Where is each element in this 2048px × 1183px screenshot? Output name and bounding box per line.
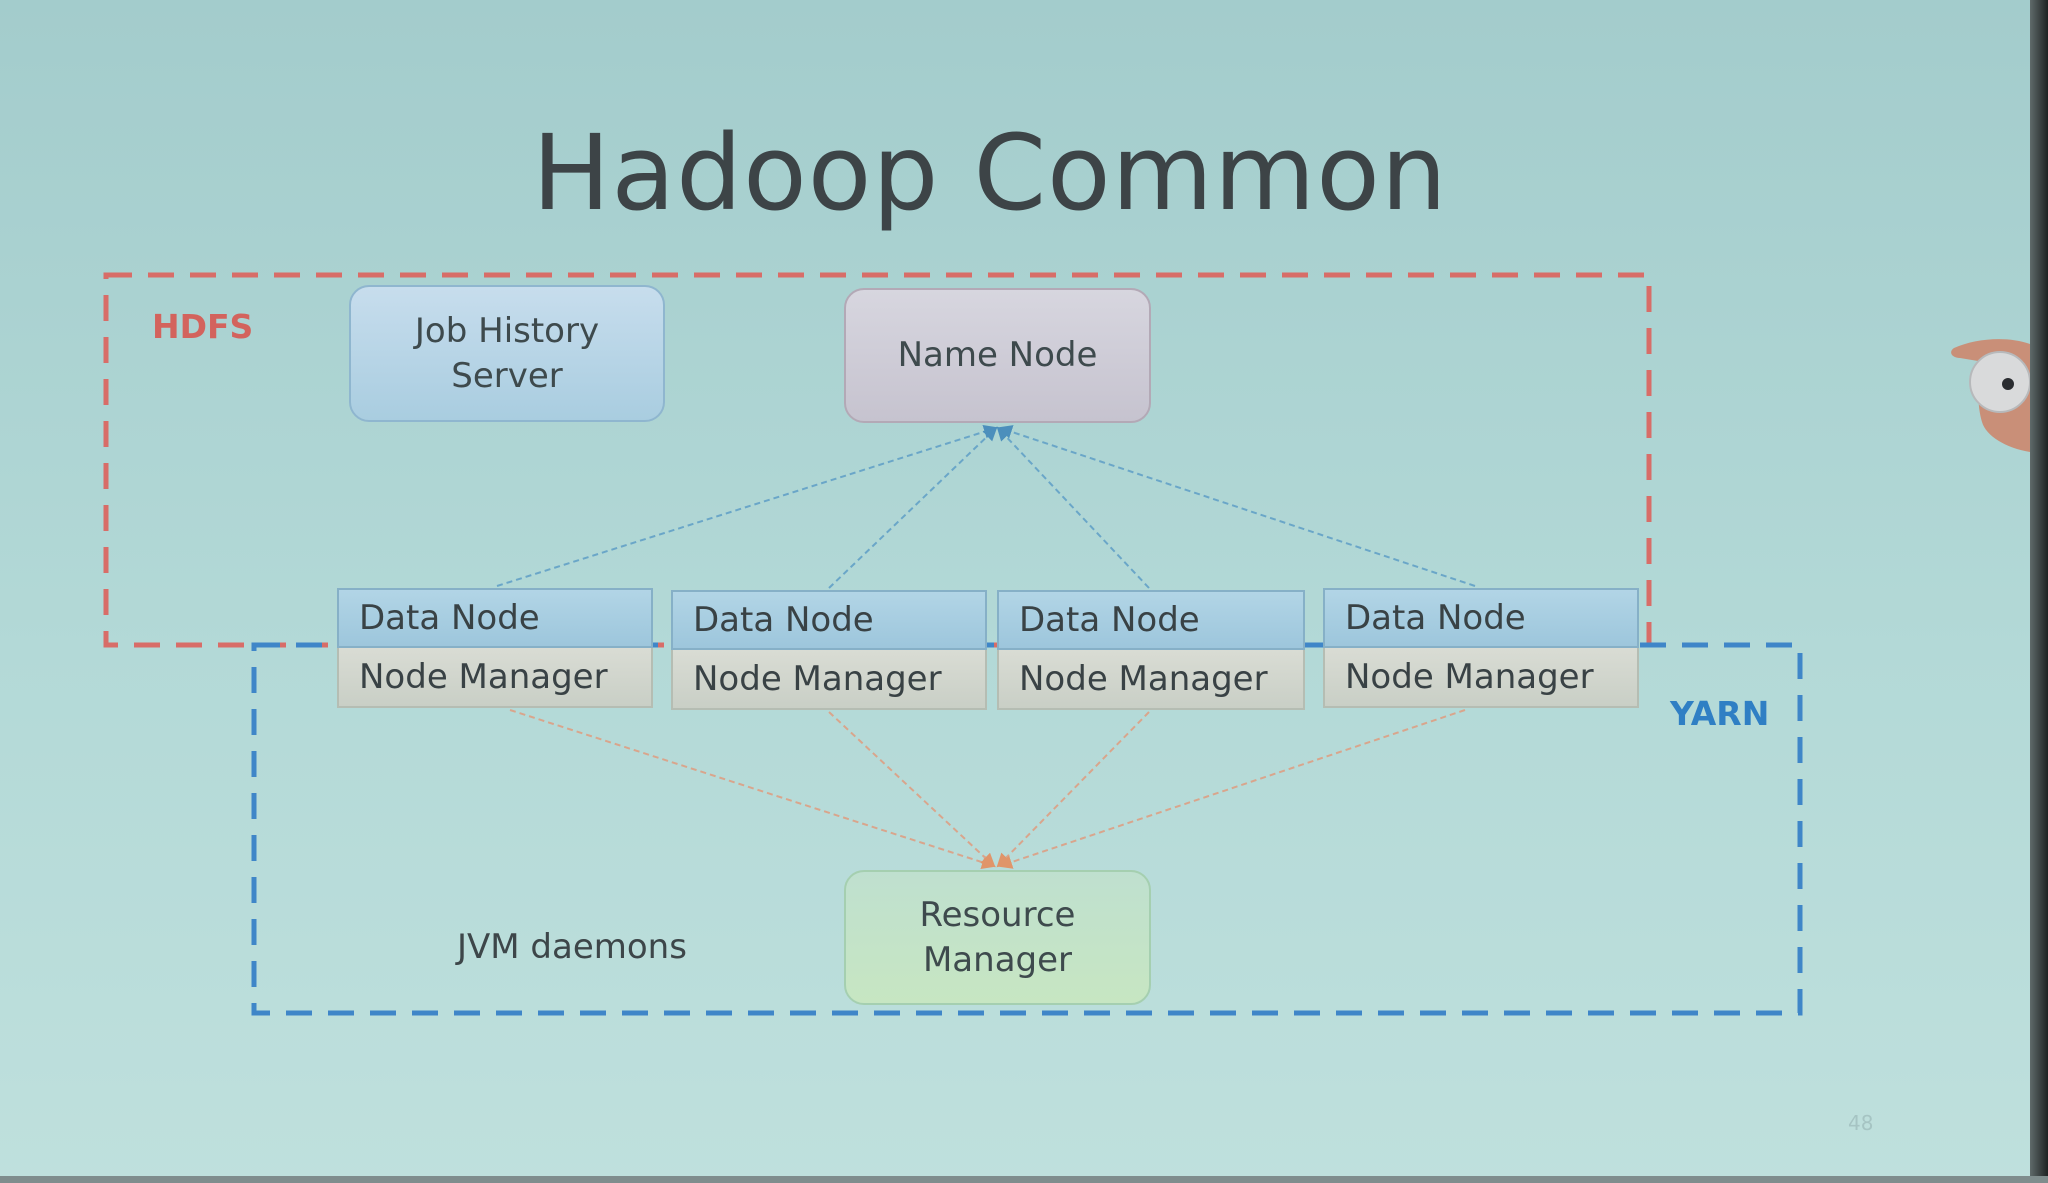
node-manager-box: Node Manager [337,648,653,708]
data-node-box: Data Node [671,590,987,650]
hdfs-label: HDFS [152,307,254,346]
arrow-data-node-4 [998,425,1476,587]
arrow-node-manager-2 [828,711,996,868]
arrow-node-manager-4 [998,709,1466,869]
worker-node-1: Data Node Node Manager [337,588,653,708]
arrow-node-manager-3 [996,711,1150,868]
node-manager-to-resource-manager-arrows [509,709,1466,869]
name-node-label: Name Node [897,335,1098,376]
job-history-server-label: Job History Server [414,311,600,396]
yarn-label: YARN [1670,694,1770,733]
name-node-box: Name Node [844,288,1151,423]
arrow-node-manager-1 [509,709,996,869]
screen-bottom-edge [0,1176,2048,1183]
job-history-server-box: Job History Server [349,285,665,422]
presenter-hand-with-clicker-icon [1951,339,2030,452]
resource-manager-box: Resource Manager [844,870,1151,1005]
arrow-data-node-3 [996,426,1150,589]
resource-manager-label: Resource Manager [919,895,1076,980]
worker-node-2: Data Node Node Manager [671,590,987,710]
page-number: 48 [1848,1111,1874,1135]
slide-title: Hadoop Common [532,112,1448,234]
arrow-data-node-1 [496,424,998,587]
node-manager-box: Node Manager [1323,648,1639,708]
jvm-daemons-caption: JVM daemons [457,927,687,967]
worker-node-4: Data Node Node Manager [1323,588,1639,708]
node-manager-box: Node Manager [997,650,1305,710]
data-node-box: Data Node [997,590,1305,650]
hdfs-group-boundary [103,272,1652,648]
projection-screen-edge [2030,0,2048,1183]
node-manager-box: Node Manager [671,650,987,710]
data-node-box: Data Node [1323,588,1639,648]
worker-node-3: Data Node Node Manager [997,590,1305,710]
arrow-data-node-2 [828,426,998,589]
data-node-to-name-node-arrows [496,424,1476,589]
data-node-box: Data Node [337,588,653,648]
